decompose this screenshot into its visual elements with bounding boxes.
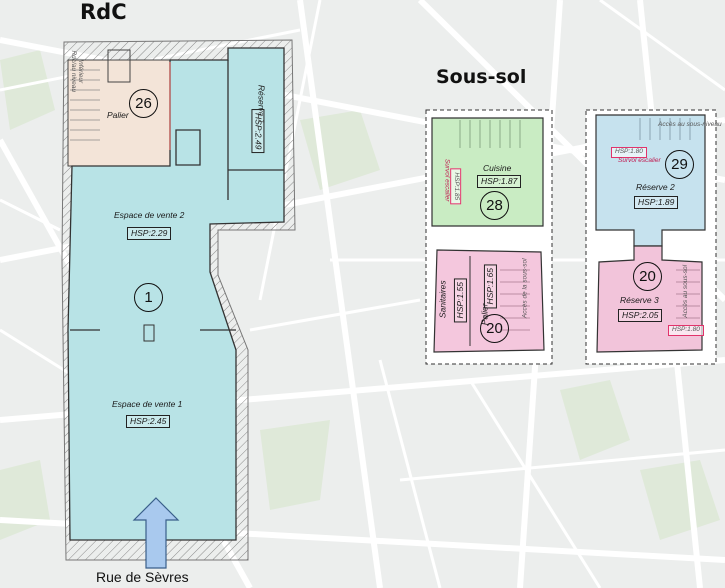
espace-vente-2-hsp: HSP:2.29 (127, 227, 172, 240)
reserve-2-label: Réserve 2 (636, 182, 675, 192)
espace-vente-1-label: Espace de vente 1 (112, 399, 183, 409)
sous-sol-title: Sous-sol (436, 66, 527, 88)
cuisine-hsp: HSP:1.87 (477, 175, 522, 188)
rdc-plan (61, 39, 296, 561)
reserve-2-hsp: HSP:1.89 (634, 196, 679, 209)
street-name: Rue de Sèvres (96, 569, 189, 585)
reserve-3-hsp: HSP:2.05 (618, 309, 663, 322)
sanitaires-hsp: HSP:1.55 (453, 278, 467, 323)
room-number-28: 28 (480, 191, 509, 220)
reserve-3-hsp-pink: HSP:1.80 (668, 325, 704, 336)
rdc-stair-note: Rdc/au niveau (70, 50, 78, 93)
room-number-26: 26 (129, 89, 158, 118)
palier-label: Palier (107, 110, 129, 120)
espace-vente-1-hsp: HSP:2.45 (126, 415, 171, 428)
sous-sol-access-note: Accès de la sous-sol (521, 258, 529, 319)
reserve-2-survol-label: Survol escalier (618, 157, 661, 164)
espace-vente-2-label: Espace de vente 2 (114, 210, 185, 220)
reserve-2-note: Accès au sous-niveau (658, 121, 722, 128)
sanitaires-label: Sanitaires (437, 280, 448, 319)
entrance-arrow (132, 497, 180, 569)
cuisine-hsp-pink: HSP:1.85 (450, 168, 462, 205)
room-number-20-right: 20 (633, 262, 662, 291)
palier-ss-hsp: HSP:1.65 (483, 264, 497, 309)
rdc-stair-note-2: Inférieur (77, 59, 85, 84)
reserve-3-note: Accès au sous-sol (682, 264, 690, 318)
cuisine-label: Cuisine (483, 163, 512, 173)
reserve-3-label: Réserve 3 (620, 295, 659, 305)
reserve-2-hsp-pink: HSP:1.80 (611, 147, 647, 158)
cuisine-survol-label: Survol escalier (443, 158, 451, 202)
rdc-title: RdC (80, 0, 127, 24)
room-number-29: 29 (665, 150, 694, 179)
room-number-1: 1 (134, 283, 163, 312)
reserve-1-hsp: HSP:2.49 (251, 109, 265, 154)
room-number-20-left: 20 (480, 314, 509, 343)
